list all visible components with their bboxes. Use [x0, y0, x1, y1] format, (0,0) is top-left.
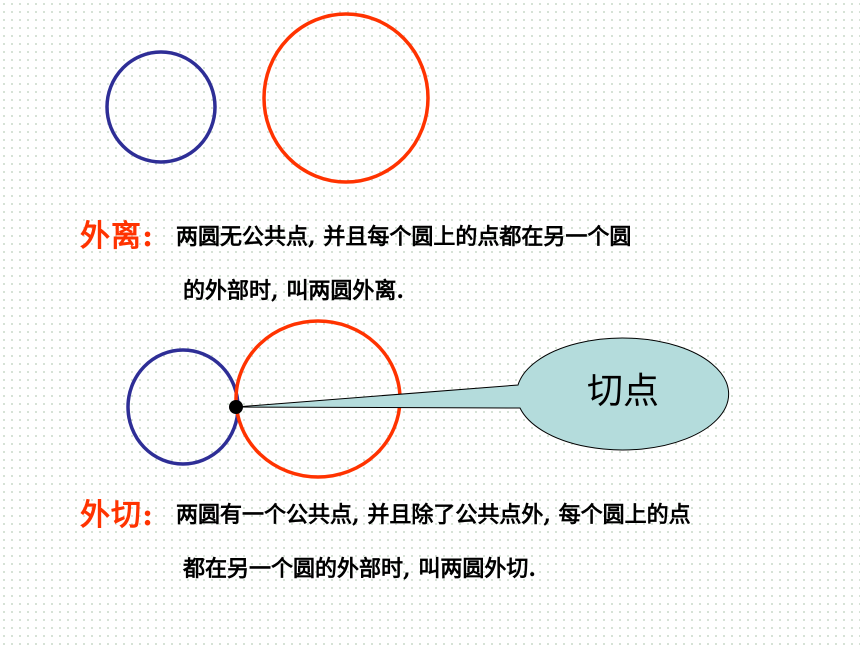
tangent-definition-line1: 两圆有一个公共点, 并且除了公共点外, 每个圆上的点: [176, 502, 691, 528]
separate-large-circle: [262, 12, 430, 184]
tangent-definition-line2: 都在另一个圆的外部时, 叫两圆外切.: [183, 556, 536, 582]
separate-definition-line1: 两圆无公共点, 并且每个圆上的点都在另一个圆: [176, 224, 632, 250]
separate-term: 外离:: [80, 219, 155, 254]
separate-definition-line2: 的外部时, 叫两圆外离.: [183, 278, 404, 304]
separate-small-circle: [105, 50, 217, 164]
tangent-point-dot: [229, 400, 243, 414]
tangent-point-callout: [235, 337, 730, 451]
callout-label: 切点: [587, 371, 659, 412]
tangent-term: 外切:: [80, 498, 155, 533]
tangent-small-circle: [126, 348, 240, 466]
